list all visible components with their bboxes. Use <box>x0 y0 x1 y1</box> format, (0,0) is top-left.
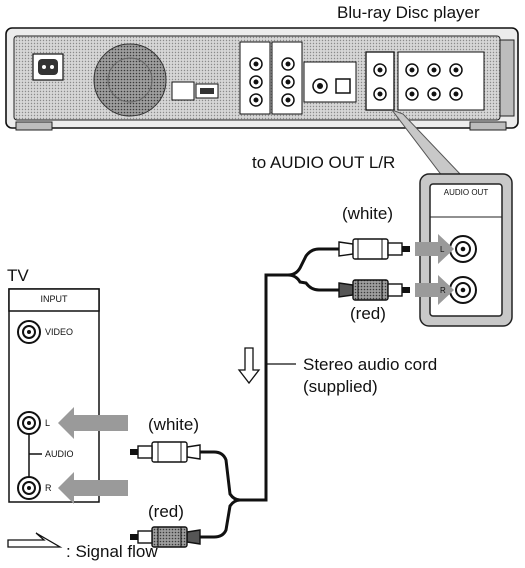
signal-arrow-player-l <box>415 234 454 264</box>
player-title: Blu-ray Disc player <box>337 3 480 22</box>
tv-input-header: INPUT <box>40 294 68 304</box>
audio-out-port-label: to AUDIO OUT L/R <box>252 153 396 172</box>
cord-supplied-label: (supplied) <box>303 377 378 396</box>
cord-name-label: Stereo audio cord <box>303 355 438 374</box>
tv-cable-white-label: (white) <box>148 415 200 434</box>
player-cable <box>248 238 410 502</box>
signal-arrow-tv-l <box>58 407 128 439</box>
callout-r-label: R <box>440 286 446 295</box>
tv-video-label: VIDEO <box>45 327 74 337</box>
tv-input-panel <box>8 288 100 503</box>
tv-audio-label: AUDIO <box>45 449 74 459</box>
player-cable-white-label: (white) <box>342 204 394 223</box>
legend-signal-flow-label: : Signal flow <box>66 542 158 561</box>
callout-l-label: L <box>440 245 445 254</box>
player-cable-red-label: (red) <box>350 304 386 323</box>
audio-out-header: AUDIO OUT <box>443 188 489 197</box>
tv-l-label: L <box>45 418 51 428</box>
signal-arrow-tv-r <box>58 472 128 504</box>
player-rear-panel <box>5 27 519 131</box>
tv-r-label: R <box>45 483 52 493</box>
tv-cable <box>130 441 248 548</box>
tv-cable-red-label: (red) <box>148 502 184 521</box>
signal-flow-down-arrow <box>237 347 261 385</box>
tv-title: TV <box>7 266 29 285</box>
signal-flow-legend-icon <box>7 532 63 548</box>
signal-arrow-player-r <box>415 275 454 305</box>
audio-out-callout <box>419 173 513 327</box>
